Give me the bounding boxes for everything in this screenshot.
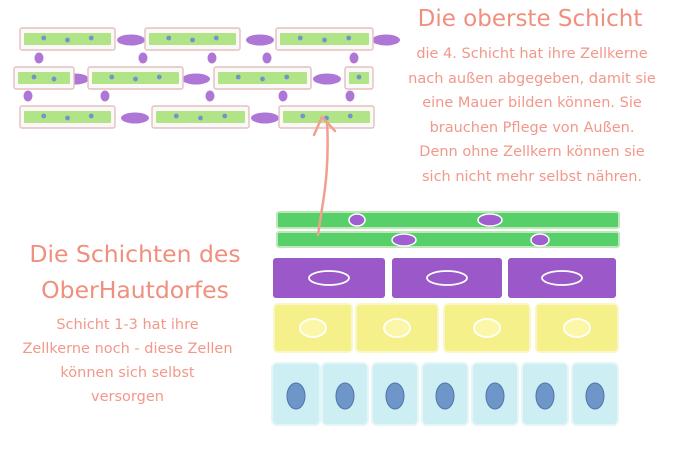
spinous-cell-nucleus: [383, 318, 411, 338]
title-line: Die Schichten des: [29, 240, 241, 268]
cell-connector: [205, 90, 215, 102]
granule-dot: [347, 113, 353, 119]
cell-connector: [117, 34, 145, 46]
granular-cell: [392, 258, 502, 298]
horny-layer-granule: [391, 233, 417, 247]
title-line: OberHautdorfes: [41, 276, 229, 304]
cell-connector: [121, 112, 149, 124]
granule-dot: [65, 37, 70, 43]
cell-connector: [262, 52, 272, 64]
text-line: eine Mauer bilden können. Sie: [422, 95, 642, 111]
horny-layer-granule: [348, 213, 366, 227]
horny-layer-strip: [276, 231, 620, 248]
granule-dot: [190, 37, 195, 43]
arrow-shaft: [316, 120, 329, 237]
granule-dot: [346, 35, 352, 41]
granule-dot: [213, 35, 219, 41]
granule-dot: [222, 113, 228, 119]
basal-cell-nucleus: [435, 382, 455, 410]
granule-dot: [51, 76, 57, 82]
granule-dot: [260, 76, 265, 82]
cell-connector: [349, 52, 359, 64]
granule-dot: [133, 76, 138, 82]
text-line: die 4. Schicht hat ihre Zellkerne: [416, 46, 648, 62]
cell-connector: [182, 73, 210, 85]
granule-dot: [156, 74, 162, 80]
top-layer-brick-wall: [13, 27, 400, 129]
granule-dot: [284, 74, 290, 80]
granule-dot: [356, 74, 362, 80]
cell-connector: [251, 112, 279, 124]
cell-connector: [100, 90, 110, 102]
granular-cell-nucleus: [308, 270, 350, 286]
granule-dot: [109, 74, 115, 80]
cell-connector: [278, 90, 288, 102]
granule-dot: [198, 115, 203, 121]
granule-dot: [166, 35, 172, 41]
granule-dot: [41, 35, 47, 41]
cell-connector: [345, 90, 355, 102]
top-section-title: Die oberste Schicht: [417, 6, 643, 32]
text-line: Schicht 1-3 hat ihre: [56, 317, 199, 333]
spinous-cell-nucleus: [563, 318, 591, 338]
left-section-text: Schicht 1-3 hat ihre Zellkerne noch - di…: [0, 313, 255, 409]
horny-layer-granule: [530, 233, 550, 247]
horny-layer-strip: [276, 211, 620, 229]
basal-cell-nucleus: [585, 382, 605, 410]
granule-dot: [41, 113, 47, 119]
left-section-title: Die Schichten des OberHautdorfes: [0, 236, 270, 308]
basal-cell-nucleus: [286, 382, 306, 410]
horny-layer-granule: [477, 213, 503, 227]
granular-cell: [273, 258, 385, 298]
epidermis-layer-stack: [271, 211, 620, 426]
cell-connector: [138, 52, 148, 64]
cell-connector: [246, 34, 274, 46]
text-line: versorgen: [91, 389, 164, 405]
cell-connector: [207, 52, 217, 64]
arrow-head: [312, 115, 337, 137]
granule-dot: [322, 37, 327, 43]
spinous-cell-nucleus: [299, 318, 327, 338]
keratin-filling: [18, 72, 70, 84]
granule-dot: [88, 113, 94, 119]
granular-cell: [508, 258, 616, 298]
granule-dot: [65, 115, 70, 121]
granule-dot: [88, 35, 94, 41]
top-section-text: die 4. Schicht hat ihre Zellkerne nach a…: [384, 42, 680, 189]
cell-connector: [34, 52, 44, 64]
granule-dot: [31, 74, 37, 80]
spinous-cell-nucleus: [473, 318, 501, 338]
granule-dot: [300, 113, 306, 119]
granular-cell-nucleus: [426, 270, 468, 286]
cell-connector: [372, 34, 400, 46]
granule-dot: [173, 113, 179, 119]
basal-cell-nucleus: [335, 382, 355, 410]
cell-connector: [23, 90, 33, 102]
text-line: brauchen Pflege von Außen.: [429, 119, 635, 136]
text-line: sich nicht mehr selbst nähren.: [421, 168, 643, 185]
basal-cell-nucleus: [535, 382, 555, 410]
text-line: nach außen abgegeben, damit sie: [408, 70, 656, 87]
granule-dot: [235, 74, 241, 80]
text-line: Denn ohne Zellkern können sie: [419, 144, 645, 160]
basal-cell-nucleus: [485, 382, 505, 410]
basal-cell-nucleus: [385, 382, 405, 410]
granular-cell-nucleus: [541, 270, 583, 286]
text-line: können sich selbst: [60, 365, 195, 381]
text-line: Zellkerne noch - diese Zellen: [22, 341, 233, 357]
cell-connector: [313, 73, 341, 85]
granule-dot: [297, 35, 303, 41]
